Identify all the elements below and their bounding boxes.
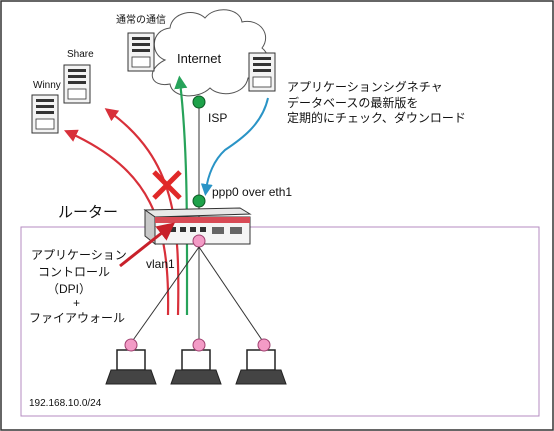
vlan1-node: [192, 234, 206, 248]
vlan1-label: vlan1: [146, 257, 175, 271]
server-normal: [127, 32, 155, 72]
dpi-label-line-2: コントロール: [38, 265, 110, 279]
host-node-center: [192, 338, 206, 352]
server-share: [63, 64, 91, 104]
server-signature-db: [248, 52, 276, 92]
laptop-center: [170, 349, 222, 385]
laptop-right: [235, 349, 287, 385]
router-label: ルーター: [58, 204, 118, 221]
dpi-pointer-arrow: [119, 222, 176, 268]
ppp0-label: ppp0 over eth1: [212, 185, 292, 199]
isp-node: [192, 95, 206, 109]
lan-link-right: [198, 246, 265, 344]
red-flow-share: [104, 108, 180, 316]
internet-label: Internet: [177, 51, 221, 66]
share-label: Share: [67, 49, 94, 60]
signature-note-line-2: データベースの最新版を: [287, 95, 418, 110]
server-winny: [31, 94, 59, 134]
laptop-left: [105, 349, 157, 385]
subnet-label: 192.168.10.0/24: [29, 398, 102, 409]
internet-cloud: [152, 9, 269, 97]
dpi-label-line-1: アプリケーション: [31, 248, 127, 262]
blue-flow-arrow: [200, 97, 269, 196]
dpi-label-line-4: +: [73, 296, 80, 310]
lan-boundary: [20, 226, 540, 417]
dpi-label-line-3: （DPI）: [47, 282, 91, 296]
signature-note-line-1: アプリケーションシグネチャ: [287, 80, 443, 94]
green-flow-arrow: [174, 75, 189, 316]
ppp0-node: [192, 194, 206, 208]
blocked-x-icon: [152, 170, 182, 200]
winny-label: Winny: [33, 80, 61, 91]
red-flow-winny: [64, 129, 170, 316]
lan-link-left: [130, 246, 200, 344]
isp-label: ISP: [208, 111, 227, 125]
host-node-left: [124, 338, 138, 352]
normal-comm-label: 通常の通信: [116, 13, 166, 26]
dpi-label-line-5: ファイアウォール: [29, 311, 125, 325]
signature-note-line-3: 定期的にチェック、ダウンロード: [287, 110, 466, 125]
host-node-right: [257, 338, 271, 352]
